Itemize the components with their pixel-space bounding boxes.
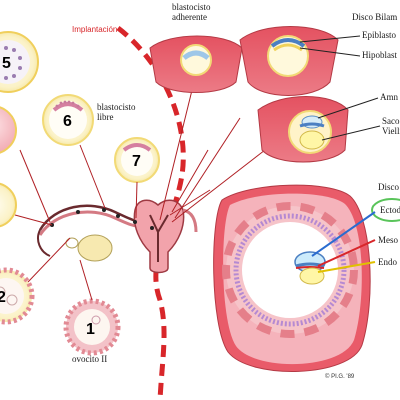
svg-text:7: 7 xyxy=(132,153,141,170)
svg-text:1: 1 xyxy=(86,321,95,338)
stage-6-free-blastocyst: 6 xyxy=(42,94,94,146)
stage-arrows xyxy=(14,77,266,301)
label-hipoblasto: Hipoblast xyxy=(362,50,397,60)
stage-1-oocyte: 1 xyxy=(63,298,121,356)
stage-2-cell: 2 xyxy=(0,267,35,325)
label-disco-bilaminar: Disco Bilam xyxy=(352,12,397,22)
stage-4-cell-partial xyxy=(0,106,17,154)
panel-implanted-embryo xyxy=(213,184,371,372)
ectodermo-highlight xyxy=(371,198,400,222)
svg-text:2: 2 xyxy=(0,289,6,306)
stage-5-cell: 5 xyxy=(0,31,39,93)
panel-adherent-blastocyst xyxy=(149,35,243,93)
mesoderm-pointer xyxy=(317,239,376,267)
stage-3-cell-partial xyxy=(0,182,17,228)
panel-amnion xyxy=(257,96,349,163)
svg-text:5: 5 xyxy=(2,55,11,72)
credit: © PI.G. '89 xyxy=(325,373,355,380)
endoderm-pointer xyxy=(317,261,376,273)
label-ectodermo: Ectod xyxy=(380,205,400,215)
ectoderm-pointer xyxy=(311,211,376,257)
header-implantacion: Implantación xyxy=(72,25,117,34)
label-ovocito-ii: ovocito II xyxy=(72,354,107,364)
svg-text:6: 6 xyxy=(63,113,72,130)
label-amnios: Amn xyxy=(380,92,399,102)
label-mesodermo: Meso xyxy=(378,235,398,245)
uterus-and-tube xyxy=(37,199,198,274)
label-endodermo: Endo xyxy=(378,257,397,267)
stage-7-blastocyst: 7 xyxy=(114,137,160,183)
panel-bilaminar-disc xyxy=(239,26,339,96)
label-disco-trilaminar: Disco xyxy=(378,182,399,192)
label-epiblasto: Epiblasto xyxy=(362,30,396,40)
